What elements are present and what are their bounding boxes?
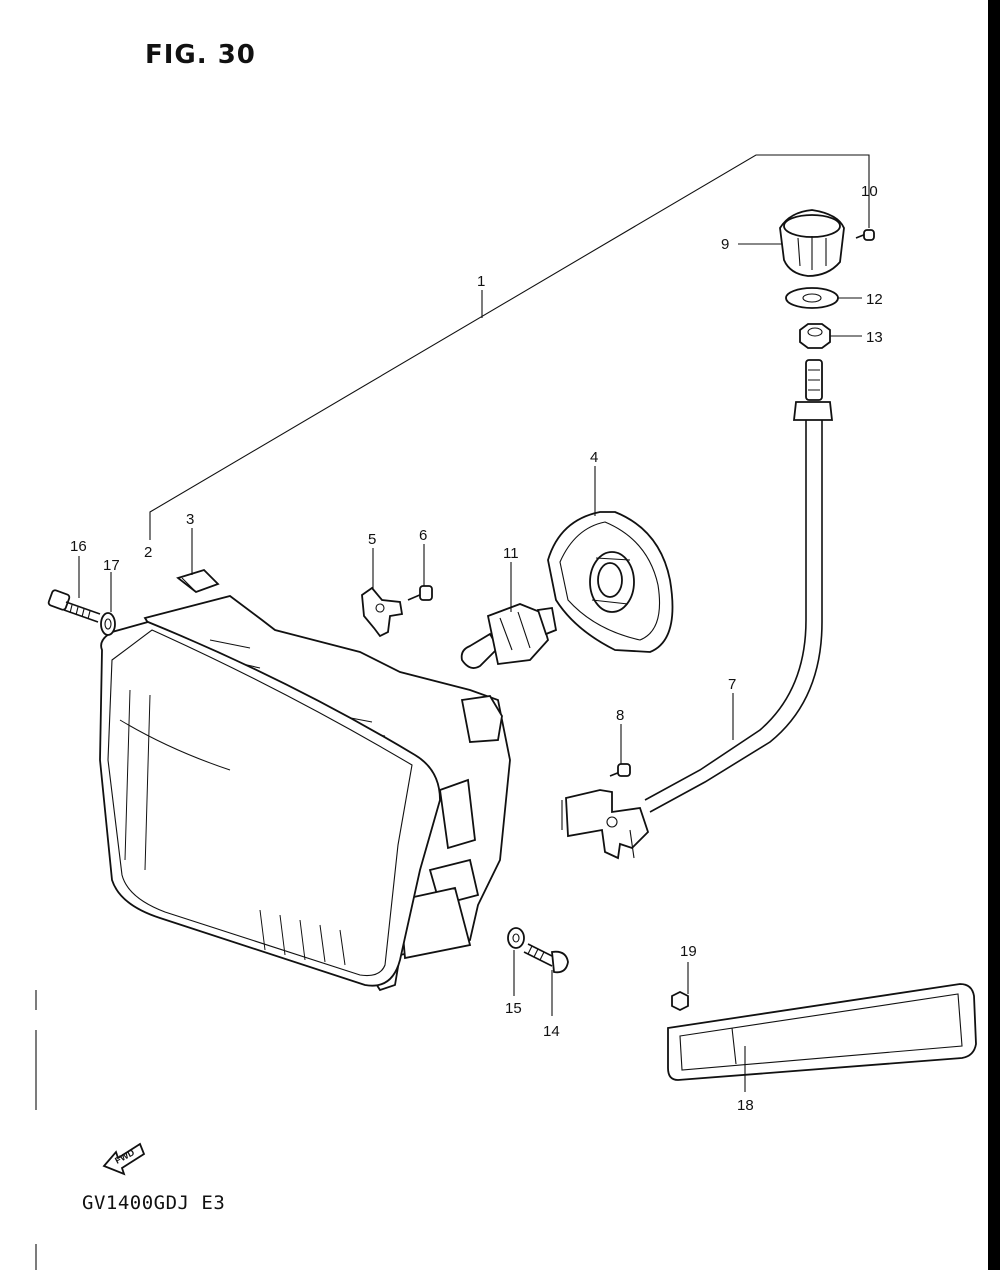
- bulb-drawing: [460, 603, 558, 669]
- bracket-nut-drawing: [361, 586, 404, 638]
- clip-drawing: [176, 568, 220, 594]
- callout-7: 7: [728, 676, 736, 693]
- callout-5: 5: [368, 531, 376, 548]
- socket-cover-drawing: [547, 511, 674, 653]
- callout-14: 14: [543, 1023, 560, 1040]
- washer-15-drawing: [507, 927, 525, 949]
- callout-9: 9: [721, 236, 729, 253]
- callout-2: 2: [144, 544, 152, 561]
- nut-13-drawing: [799, 323, 831, 349]
- callout-18: 18: [737, 1097, 754, 1114]
- adjuster-knob-drawing: [779, 209, 845, 277]
- callout-15: 15: [505, 1000, 522, 1017]
- callout-1: 1: [477, 273, 485, 290]
- fwd-arrow-icon: FWD: [102, 1142, 146, 1176]
- bolt-14-drawing: [523, 943, 569, 974]
- page-edge-bar: [988, 0, 1000, 1270]
- washer-12-drawing: [785, 287, 839, 309]
- screw-8-drawing: [609, 763, 631, 777]
- callout-10: 10: [861, 183, 878, 200]
- screw-10-drawing: [855, 229, 875, 241]
- reflector-drawing: [667, 983, 977, 1081]
- callout-3: 3: [186, 511, 194, 528]
- headlamp-unit-drawing: [99, 595, 511, 992]
- adjuster-cable-drawing: [561, 359, 834, 860]
- bolt-16-drawing: [47, 589, 101, 623]
- leader-lines: [78, 243, 862, 1092]
- model-code: GV1400GDJ E3: [82, 1192, 226, 1214]
- assembly-bracket-line: [149, 154, 870, 540]
- callout-16: 16: [70, 538, 87, 555]
- callout-8: 8: [616, 707, 624, 724]
- callout-labels: 1 2 3 4 5 6 7 8 9 10 11 12 13 14 15 16 1…: [70, 183, 883, 1114]
- callout-19: 19: [680, 943, 697, 960]
- callout-17: 17: [103, 557, 120, 574]
- callout-4: 4: [590, 449, 598, 466]
- callout-6: 6: [419, 527, 427, 544]
- nut-19-drawing: [671, 990, 689, 1012]
- callout-12: 12: [866, 291, 883, 308]
- callout-11: 11: [503, 545, 519, 562]
- callout-13: 13: [866, 329, 883, 346]
- screw-6-drawing: [407, 585, 433, 601]
- washer-17-drawing: [100, 612, 116, 636]
- figure-title: FIG. 30: [145, 40, 256, 70]
